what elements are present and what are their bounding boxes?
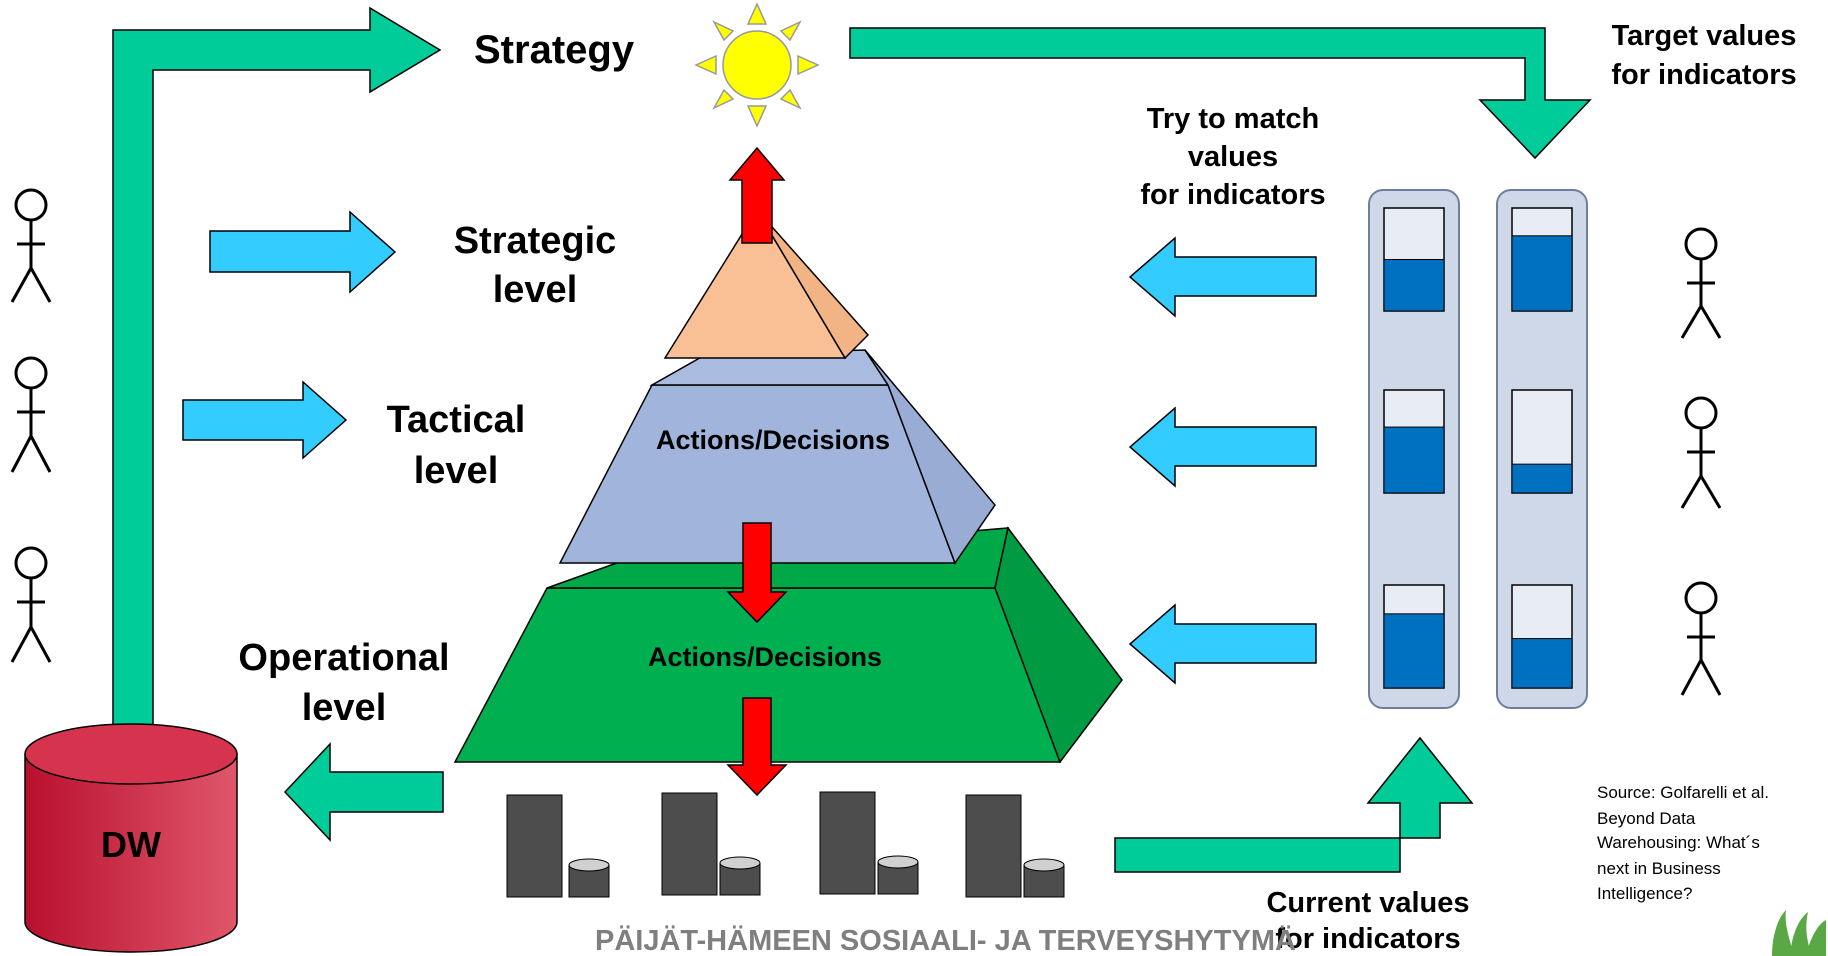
indicator-fill-right-2 xyxy=(1511,463,1573,494)
target-values-label-line1: Target values xyxy=(1612,20,1797,52)
source-line2: Beyond Data xyxy=(1597,809,1696,828)
tactical-actions-label: Actions/Decisions xyxy=(656,425,890,455)
current-values-label-line1: Current values xyxy=(1266,887,1469,919)
server-4 xyxy=(965,794,1065,898)
footer-organization: PÄIJÄT-HÄMEEN SOSIAALI- JA TERVEYSHYTYMÄ xyxy=(595,924,1296,956)
servers-to-current-arrow xyxy=(1114,736,1474,873)
server-3 xyxy=(819,791,919,895)
operational-level-label-line1: Operational xyxy=(238,637,449,679)
strategic-level-arrow xyxy=(209,210,397,294)
person-icon-right-1 xyxy=(1680,227,1722,339)
person-icon-left-1 xyxy=(10,188,52,303)
match-arrow-strategic xyxy=(1128,236,1317,318)
try-to-match-label-line3: for indicators xyxy=(1140,179,1325,211)
source-line5: Intelligence? xyxy=(1597,884,1692,903)
tactical-level-label-line1: Tactical xyxy=(387,399,526,441)
indicator-fill-left-1 xyxy=(1383,259,1445,312)
person-icon-left-2 xyxy=(10,356,52,473)
match-arrow-operational xyxy=(1128,603,1317,685)
source-line1: Source: Golfarelli et al. xyxy=(1597,783,1769,802)
indicator-fill-right-1 xyxy=(1511,235,1573,312)
server-1 xyxy=(506,794,610,898)
operational-databases xyxy=(506,791,1065,898)
person-icon-right-3 xyxy=(1680,581,1722,696)
source-line4: next in Business xyxy=(1597,859,1721,878)
indicator-fill-left-2 xyxy=(1383,426,1445,494)
tactical-level-arrow xyxy=(182,380,348,460)
red-arrow-up xyxy=(728,146,786,244)
pyramid-strategic xyxy=(663,208,870,360)
pyramid-tactical xyxy=(558,349,996,565)
red-arrow-down-2 xyxy=(726,697,788,797)
strategy-to-target-arrow xyxy=(849,27,1592,160)
indicator-fill-left-3 xyxy=(1383,613,1445,689)
server-2 xyxy=(661,792,761,896)
target-values-label-line2: for indicators xyxy=(1611,59,1796,91)
operational-level-label-line2: level xyxy=(302,687,387,729)
sun-icon xyxy=(694,2,820,128)
servers-to-dw-arrow xyxy=(283,742,444,842)
operational-actions-label: Actions/Decisions xyxy=(648,642,882,672)
source-line3: Warehousing: What´s xyxy=(1597,833,1760,852)
try-to-match-label-line1: Try to match xyxy=(1147,103,1319,135)
match-arrow-tactical xyxy=(1128,406,1317,488)
indicator-fill-right-3 xyxy=(1511,638,1573,689)
try-to-match-label-line2: values xyxy=(1188,141,1278,173)
tactical-level-label-line2: level xyxy=(414,450,499,492)
strategy-label: Strategy xyxy=(474,28,635,72)
person-icon-left-3 xyxy=(10,546,52,663)
strategic-level-label-line2: level xyxy=(493,269,578,311)
strategic-level-label-line1: Strategic xyxy=(454,220,617,262)
current-values-label-line2: for indicators xyxy=(1275,923,1460,955)
organization-logo-icon xyxy=(1772,910,1826,956)
data-warehouse-cylinder xyxy=(24,723,238,953)
dw-label: DW xyxy=(101,824,161,865)
red-arrow-down-1 xyxy=(726,522,788,624)
person-icon-right-2 xyxy=(1680,396,1722,509)
